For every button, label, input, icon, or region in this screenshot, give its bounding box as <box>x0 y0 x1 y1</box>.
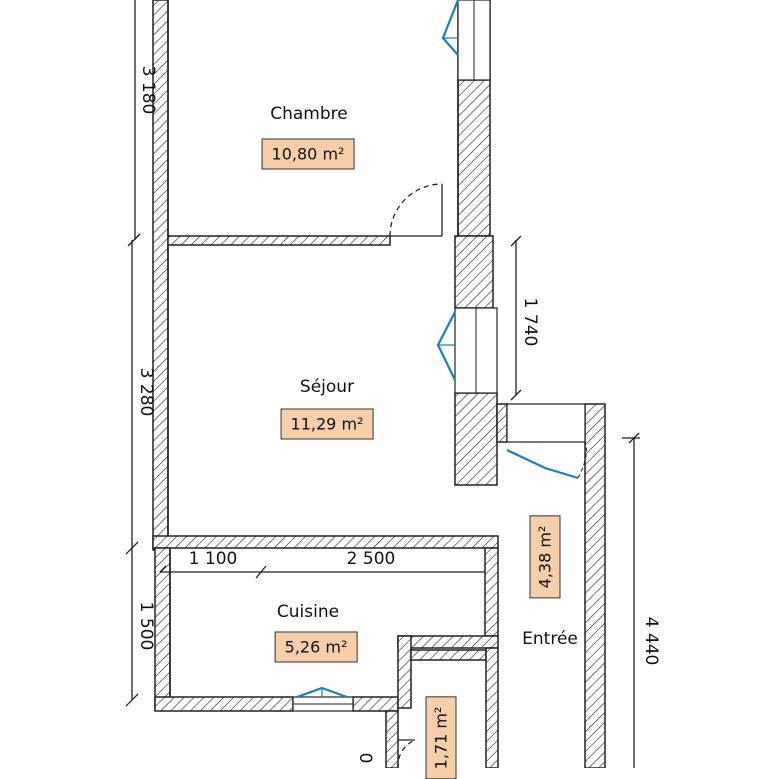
dimension-cuisine-width-b: 2 500 <box>346 549 396 569</box>
dimension-cuisine-width-a: 1 100 <box>188 549 238 569</box>
wall-small-room-inner <box>410 649 487 661</box>
windows <box>292 0 587 712</box>
wall-small-room-right <box>485 647 499 768</box>
area-label-cuisine: 5,26 m² <box>274 631 358 663</box>
wall-cuisine-bottom-a <box>154 696 294 712</box>
wall-sejour-cuisine <box>152 535 499 549</box>
dimension-window-height: 1 740 <box>520 297 540 347</box>
wall-entree-right <box>584 403 606 768</box>
room-name-sejour: Séjour <box>299 377 355 397</box>
wall-pier-right <box>454 235 494 309</box>
doors <box>389 183 443 768</box>
area-label-entree: 4,38 m² <box>529 515 561 599</box>
dimension-chambre-height: 3 180 <box>138 65 158 115</box>
room-name-chambre: Chambre <box>270 104 348 124</box>
wall-small-room-bottom-left <box>385 710 399 768</box>
dimension-entree-height: 4 440 <box>641 616 661 666</box>
wall-entree-top-stub <box>496 403 508 443</box>
dimension-cuisine-height: 1 500 <box>136 601 156 651</box>
wall-small-room-top <box>397 635 499 649</box>
dimension-sejour-height: 3 280 <box>136 367 156 417</box>
dimension-bottom-partial: 0 <box>355 752 375 764</box>
room-name-cuisine: Cuisine <box>276 602 340 622</box>
wall-cuisine-bottom-b <box>352 696 399 712</box>
wall-cuisine-right <box>484 547 499 637</box>
window-entree <box>506 403 586 443</box>
wall-pier-right-low <box>454 392 498 486</box>
wall-chambre-right <box>457 79 491 237</box>
wall-small-room-left <box>397 635 412 709</box>
room-name-entree: Entrée <box>522 629 578 649</box>
area-label-sejour: 11,29 m² <box>280 408 374 440</box>
area-label-small-room: 1,71 m² <box>425 696 457 779</box>
wall-chambre-sejour <box>167 235 391 246</box>
dimension-lines <box>125 0 640 768</box>
walls <box>152 0 606 768</box>
area-label-chambre: 10,80 m² <box>261 138 355 170</box>
